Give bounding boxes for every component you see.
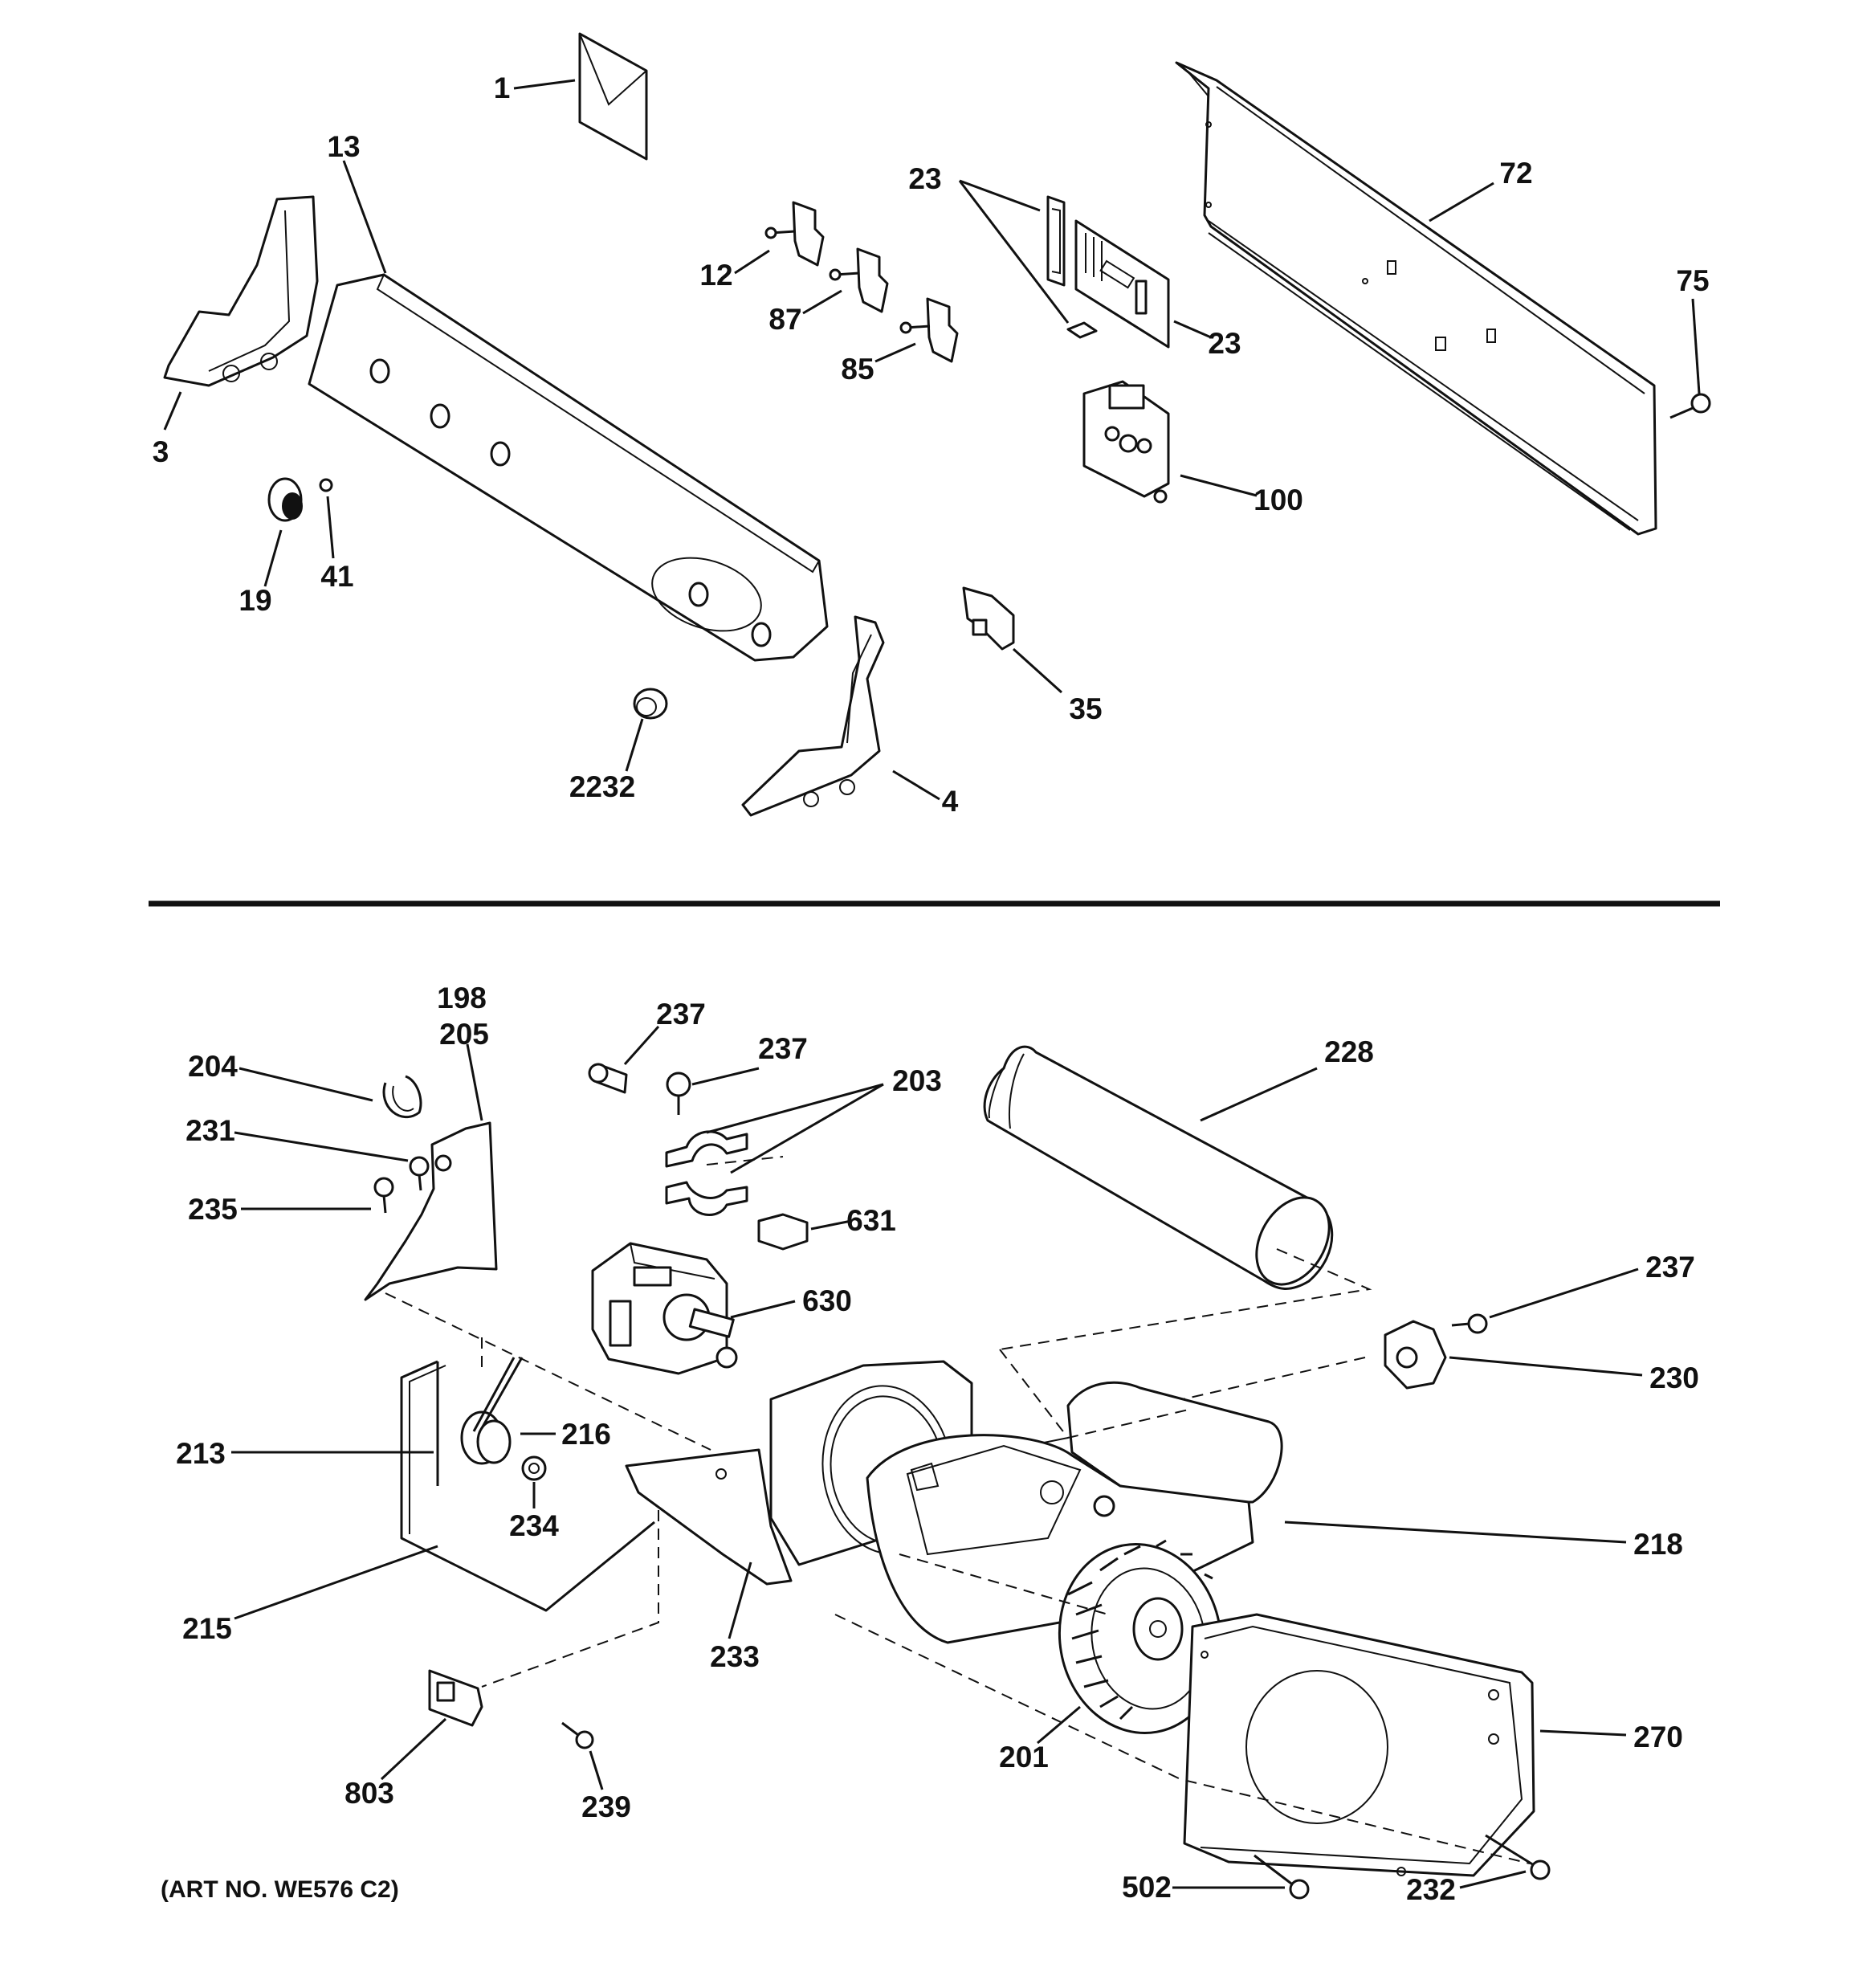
- part-218-blower-housing: [769, 1360, 1283, 1644]
- part-631-connector: [757, 1213, 809, 1251]
- label-85: 85: [841, 353, 874, 386]
- part-19-knob: [267, 477, 303, 522]
- label-218: 218: [1633, 1528, 1683, 1561]
- label-803: 803: [344, 1777, 394, 1810]
- label-72: 72: [1499, 157, 1532, 190]
- label-502: 502: [1122, 1871, 1172, 1904]
- label-239: 239: [581, 1790, 631, 1823]
- label-201: 201: [999, 1741, 1049, 1774]
- part-205-bracket: [364, 1121, 498, 1301]
- label-23-lower: 23: [1208, 327, 1241, 360]
- part-203-clamp: [665, 1130, 748, 1216]
- label-213: 213: [176, 1437, 226, 1470]
- part-233-base-bracket: [625, 1448, 793, 1586]
- part-12-switch: [764, 201, 825, 267]
- part-234-roller: [521, 1455, 547, 1481]
- part-270-blower-cover: [1183, 1613, 1535, 1877]
- label-19: 19: [238, 584, 271, 617]
- label-237-a: 237: [656, 998, 706, 1031]
- part-13-control-panel: [308, 273, 829, 662]
- part-231-screw: [409, 1156, 430, 1191]
- part-72-back-panel: [1175, 61, 1657, 536]
- part-232-screw: [1485, 1834, 1551, 1880]
- part-85-switch: [899, 297, 959, 363]
- label-233: 233: [710, 1640, 760, 1673]
- callout-labels: 1 13 3 19 41 2232 4 12 87 85 23 23 72 75…: [153, 71, 1710, 1906]
- part-237-screw-a: [588, 1063, 628, 1094]
- label-228: 228: [1324, 1035, 1374, 1068]
- part-35-switch: [962, 586, 1015, 651]
- part-87-switch: [829, 247, 889, 313]
- label-205: 205: [439, 1018, 489, 1051]
- label-35: 35: [1069, 692, 1102, 725]
- part-215-idler-frame: [400, 1360, 655, 1612]
- label-230: 230: [1649, 1361, 1699, 1394]
- part-803-switch: [428, 1669, 483, 1727]
- part-75-screw: [1669, 393, 1711, 419]
- label-2232: 2232: [569, 770, 635, 803]
- part-216-idler-pulley: [460, 1357, 524, 1465]
- label-630: 630: [802, 1284, 852, 1317]
- part-630-motor: [591, 1242, 738, 1375]
- label-1: 1: [494, 71, 511, 104]
- label-12: 12: [699, 259, 732, 292]
- art-number: (ART NO. WE576 C2): [161, 1876, 399, 1903]
- label-75: 75: [1676, 264, 1709, 297]
- label-13: 13: [327, 130, 360, 163]
- part-235-screw: [373, 1177, 394, 1214]
- label-100: 100: [1254, 484, 1303, 516]
- label-216: 216: [561, 1418, 611, 1451]
- label-631: 631: [846, 1204, 896, 1237]
- label-215: 215: [182, 1612, 232, 1645]
- label-232: 232: [1406, 1873, 1456, 1906]
- part-3-left-end-cap: [163, 195, 319, 387]
- label-198: 198: [437, 982, 487, 1014]
- label-237-c: 237: [1645, 1251, 1695, 1284]
- label-237-b: 237: [758, 1032, 808, 1065]
- part-4-right-end-cap: [741, 615, 885, 817]
- part-2232-plug: [633, 688, 668, 720]
- part-502-screw: [1254, 1854, 1310, 1900]
- part-1-envelope: [578, 32, 648, 161]
- part-237-screw-c: [1451, 1313, 1488, 1334]
- part-204-clip: [382, 1075, 422, 1119]
- part-237-screw-b: [666, 1072, 691, 1115]
- part-201-blower-wheel: [1058, 1539, 1223, 1734]
- label-87: 87: [768, 303, 801, 336]
- part-239-screw: [561, 1721, 594, 1749]
- label-23-upper: 23: [908, 162, 941, 195]
- part-100-timer: [1082, 380, 1170, 504]
- part-41-clip: [319, 478, 333, 492]
- label-203: 203: [892, 1064, 942, 1097]
- label-204: 204: [188, 1050, 238, 1083]
- part-228-duct: [983, 1045, 1334, 1290]
- label-270: 270: [1633, 1721, 1683, 1753]
- label-3: 3: [153, 435, 169, 468]
- part-23-control-board: [1046, 195, 1170, 349]
- label-41: 41: [320, 560, 353, 593]
- label-231: 231: [185, 1114, 235, 1147]
- label-4: 4: [942, 785, 959, 818]
- part-230-thermostat: [1384, 1320, 1447, 1390]
- label-235: 235: [188, 1193, 238, 1226]
- label-234: 234: [509, 1509, 559, 1542]
